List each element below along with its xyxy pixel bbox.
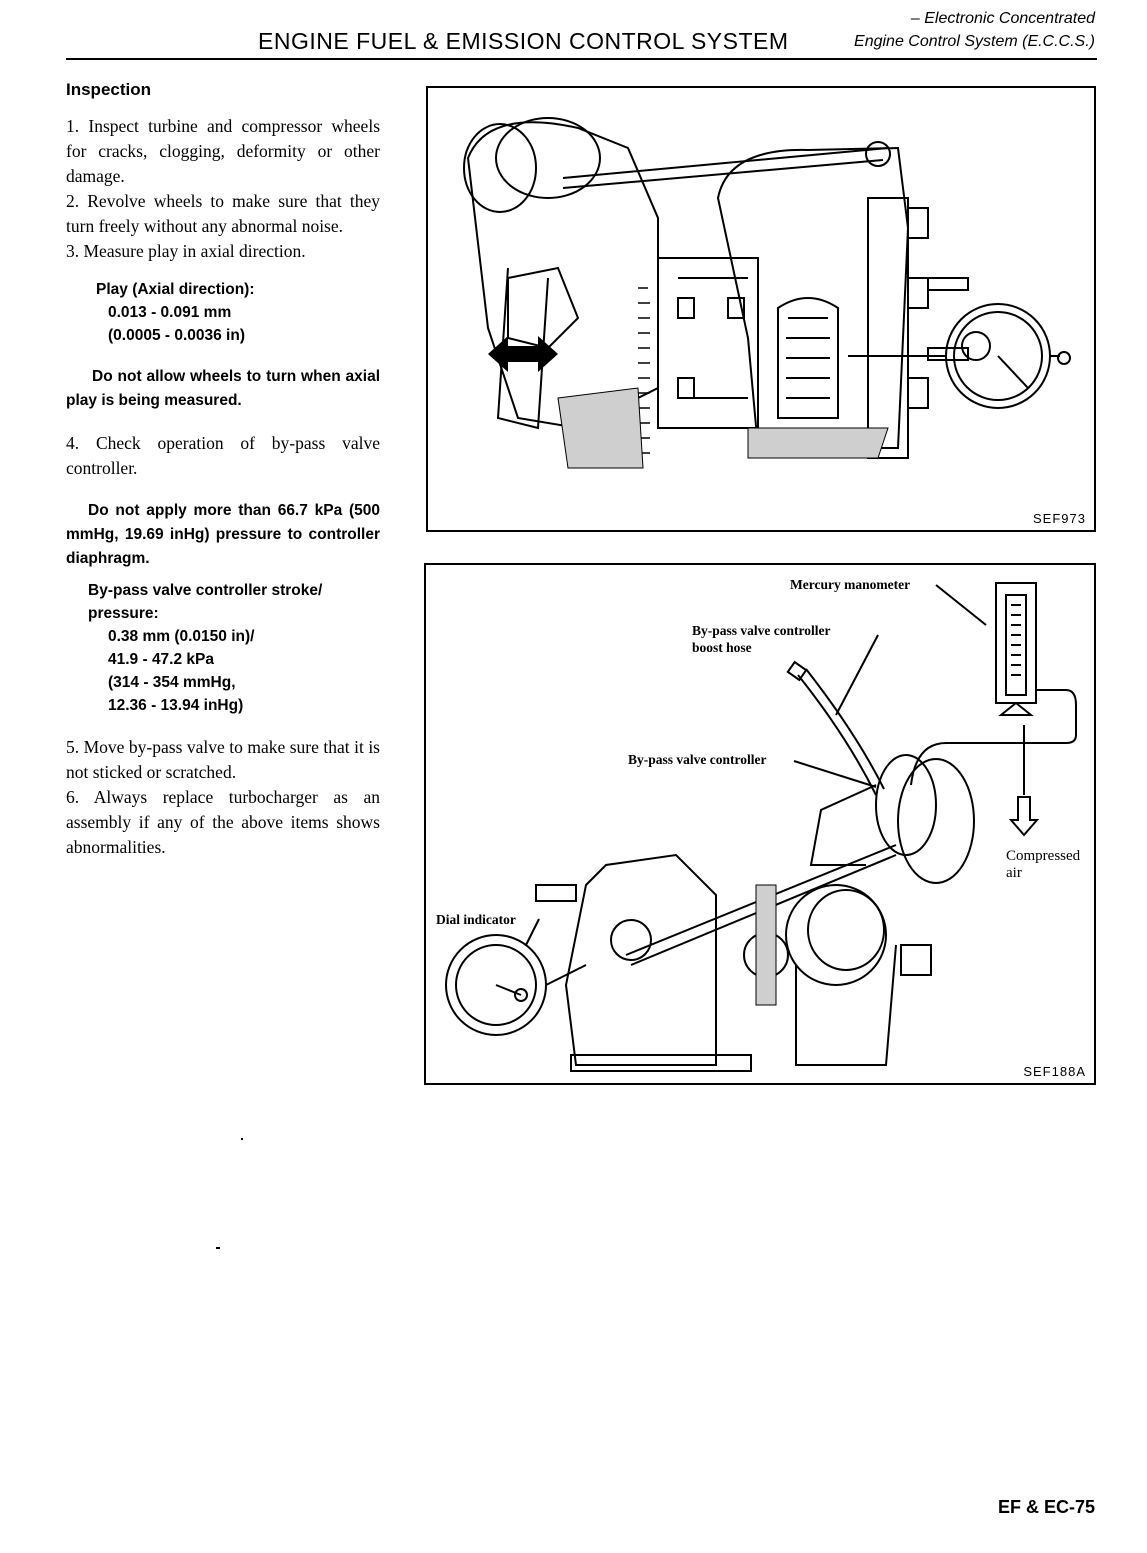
play-spec-label: Play (Axial direction): (96, 281, 255, 298)
header-title: ENGINE FUEL & EMISSION CONTROL SYSTEM (258, 28, 789, 54)
bypass-valve-check-illustration (445, 582, 1077, 1072)
print-speck (216, 1247, 220, 1249)
inspection-text-column: Inspection 1. Inspect turbine and compre… (66, 80, 380, 860)
stroke-spec-value-4: 12.36 - 13.94 inHg) (108, 697, 244, 714)
label-boost-hose-2: boost hose (692, 640, 752, 655)
caution-axial-play: Do not allow wheels to turn when axial p… (66, 368, 380, 409)
figure-code-sef188a: SEF188A (1023, 1064, 1086, 1079)
label-boost-hose-1: By-pass valve controller (692, 623, 831, 638)
step-1: 1. Inspect turbine and compressor wheels… (66, 116, 380, 186)
figure-bypass-valve-check: Mercury manometer By-pass valve controll… (424, 563, 1096, 1085)
stroke-spec-value-1: 0.38 mm (0.0150 in)/ (108, 628, 255, 645)
header-rule (66, 58, 1097, 60)
header-subtitle: Engine Control System (E.C.C.S.) (854, 33, 1095, 50)
play-spec: Play (Axial direction): 0.013 - 0.091 mm… (66, 278, 380, 347)
stroke-spec-label-1: By-pass valve controller stroke/ (88, 582, 323, 599)
label-compressed-air-1: Compressed (1006, 848, 1081, 864)
stroke-spec-label-2: pressure: (88, 605, 159, 622)
label-mercury-manometer: Mercury manometer (790, 577, 911, 592)
stroke-spec: By-pass valve controller stroke/ pressur… (66, 579, 380, 717)
step-5: 5. Move by-pass valve to make sure that … (66, 737, 380, 782)
section-title: Inspection (66, 80, 152, 99)
step-6: 6. Always replace turbocharger as an ass… (66, 787, 380, 857)
step-4: 4. Check operation of by-pass valve cont… (66, 433, 380, 478)
figure-code-sef973: SEF973 (1033, 511, 1086, 526)
turbocharger-axial-play-illustration (463, 117, 1071, 469)
step-2: 2. Revolve wheels to make sure that they… (66, 191, 380, 236)
figure-axial-play: SEF973 (426, 86, 1096, 532)
step-3: 3. Measure play in axial direction. (66, 241, 306, 261)
header-section-label: – Electronic Concentrated (910, 10, 1095, 27)
caution-pressure: Do not apply more than 66.7 kPa (500 mmH… (66, 502, 380, 567)
label-dial-indicator: Dial indicator (436, 912, 516, 927)
page-number: EF & EC-75 (997, 1497, 1095, 1517)
play-spec-imperial: (0.0005 - 0.0036 in) (108, 327, 245, 344)
print-speck (241, 1138, 243, 1140)
label-bypass-valve-controller: By-pass valve controller (628, 752, 767, 767)
stroke-spec-value-2: 41.9 - 47.2 kPa (108, 651, 214, 668)
stroke-spec-value-3: (314 - 354 mmHg, (108, 674, 236, 691)
label-compressed-air-2: air (1006, 865, 1022, 881)
play-spec-metric: 0.013 - 0.091 mm (108, 304, 232, 321)
